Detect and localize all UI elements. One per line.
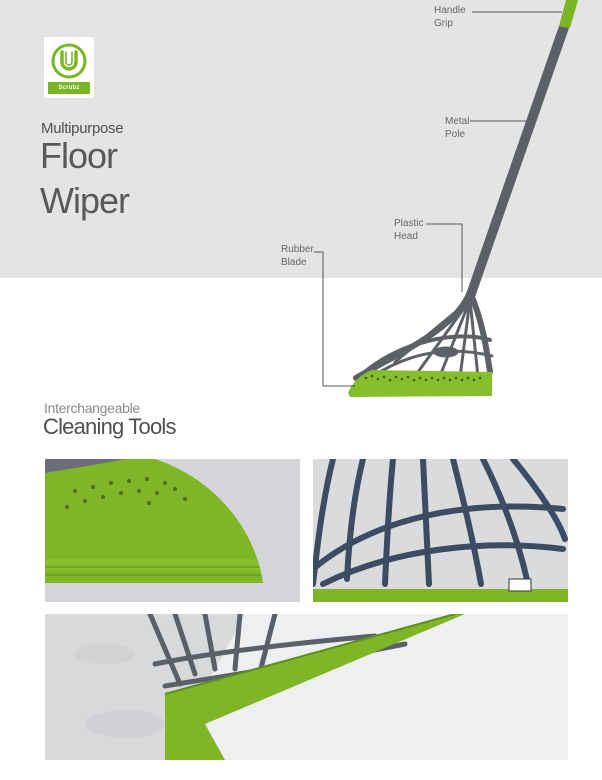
blade-dots <box>364 374 482 382</box>
logo-u-icon <box>51 43 87 79</box>
logo-wordmark: Scrubz <box>48 82 90 94</box>
brand-logo: Scrubz <box>44 37 94 98</box>
callout-plastic-head: Plastic Head <box>394 217 423 243</box>
callout-leader-lines <box>314 11 562 387</box>
callout-plastic-head-line1: Plastic <box>394 218 424 229</box>
handle-grip-shape <box>559 0 578 28</box>
callout-rubber-blade-line1: Rubber <box>281 244 314 255</box>
callout-rubber-blade-line2: Blade <box>281 257 307 268</box>
callout-handle-grip-line1: Handle <box>434 5 466 16</box>
callout-rubber-blade: Rubber Blade <box>281 243 314 269</box>
top-background-band <box>0 0 602 278</box>
callout-handle-grip: Handle Grip <box>434 4 466 30</box>
product-illustration <box>314 0 578 397</box>
photo-rubber-blade <box>45 459 300 602</box>
plastic-head-shape <box>353 289 494 381</box>
callout-metal-pole: Metal Pole <box>445 115 469 141</box>
section-kicker: Interchangeable <box>44 400 140 416</box>
callout-metal-pole-line2: Pole <box>445 129 466 140</box>
metal-pole-shape <box>465 26 569 300</box>
callout-handle-grip-line2: Grip <box>434 18 453 29</box>
callout-plastic-head-line2: Head <box>394 231 418 242</box>
hero-title-line1: Floor <box>40 135 118 176</box>
rubber-blade-shape <box>348 370 492 397</box>
section-title: Cleaning Tools <box>43 414 177 439</box>
photo-plastic-head <box>313 459 568 602</box>
callout-metal-pole-line1: Metal <box>445 116 470 127</box>
hero-kicker: Multipurpose <box>41 120 124 137</box>
hero-title-line2: Wiper <box>40 180 130 221</box>
photo-wet-floor <box>45 614 568 760</box>
